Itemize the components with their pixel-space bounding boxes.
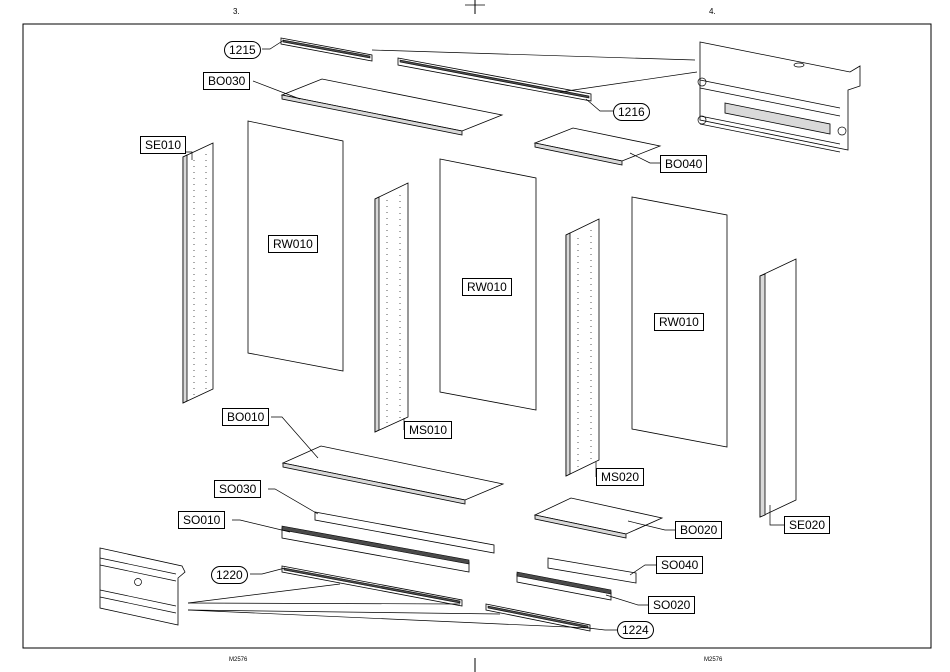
- label-ms010: MS010: [404, 421, 452, 439]
- board-bo010: [283, 446, 503, 504]
- label-ms020: MS020: [596, 468, 644, 486]
- leader-bo030: [253, 81, 300, 99]
- connector-line: [560, 72, 697, 92]
- label-se010: SE010: [140, 136, 186, 154]
- middle-side-ms010: [375, 183, 408, 432]
- rail-1224: [486, 604, 590, 631]
- leader-1220: [250, 568, 285, 574]
- label-so010: SO010: [178, 511, 225, 529]
- leader-so020: [606, 595, 648, 605]
- board-bo030: [282, 79, 502, 135]
- label-bo040: BO040: [660, 155, 707, 173]
- label-rw010-3: RW010: [654, 313, 704, 331]
- side-panel-se010: [183, 143, 213, 403]
- rail-detail-top: [698, 42, 860, 152]
- rail-1216: [398, 58, 591, 101]
- label-se020: SE020: [784, 516, 830, 534]
- plinth-so040: [548, 558, 636, 583]
- leader-so010: [232, 520, 290, 532]
- leader-1224: [588, 628, 617, 630]
- label-bo020: BO020: [675, 521, 722, 539]
- label-so030: SO030: [214, 480, 261, 498]
- label-rw010-2: RW010: [462, 278, 512, 296]
- label-1224: 1224: [617, 621, 654, 639]
- label-1215: 1215: [224, 41, 261, 59]
- side-panel-se020: [760, 259, 796, 517]
- label-1216: 1216: [613, 103, 650, 121]
- label-bo030: BO030: [203, 72, 250, 90]
- board-bo040: [535, 128, 660, 165]
- rail-1215: [281, 38, 372, 61]
- middle-side-ms020: [566, 219, 599, 476]
- leader-so030: [268, 489, 318, 514]
- label-rw010-1: RW010: [268, 235, 318, 253]
- board-bo020: [535, 498, 662, 538]
- label-so020: SO020: [648, 596, 695, 614]
- rail-1220: [282, 566, 462, 606]
- rail-detail-bottom: [100, 548, 185, 625]
- label-1220: 1220: [211, 566, 248, 584]
- connector-line: [372, 50, 695, 60]
- plinth-so010: [282, 526, 469, 572]
- label-so040: SO040: [656, 556, 703, 574]
- label-bo010: BO010: [222, 408, 269, 426]
